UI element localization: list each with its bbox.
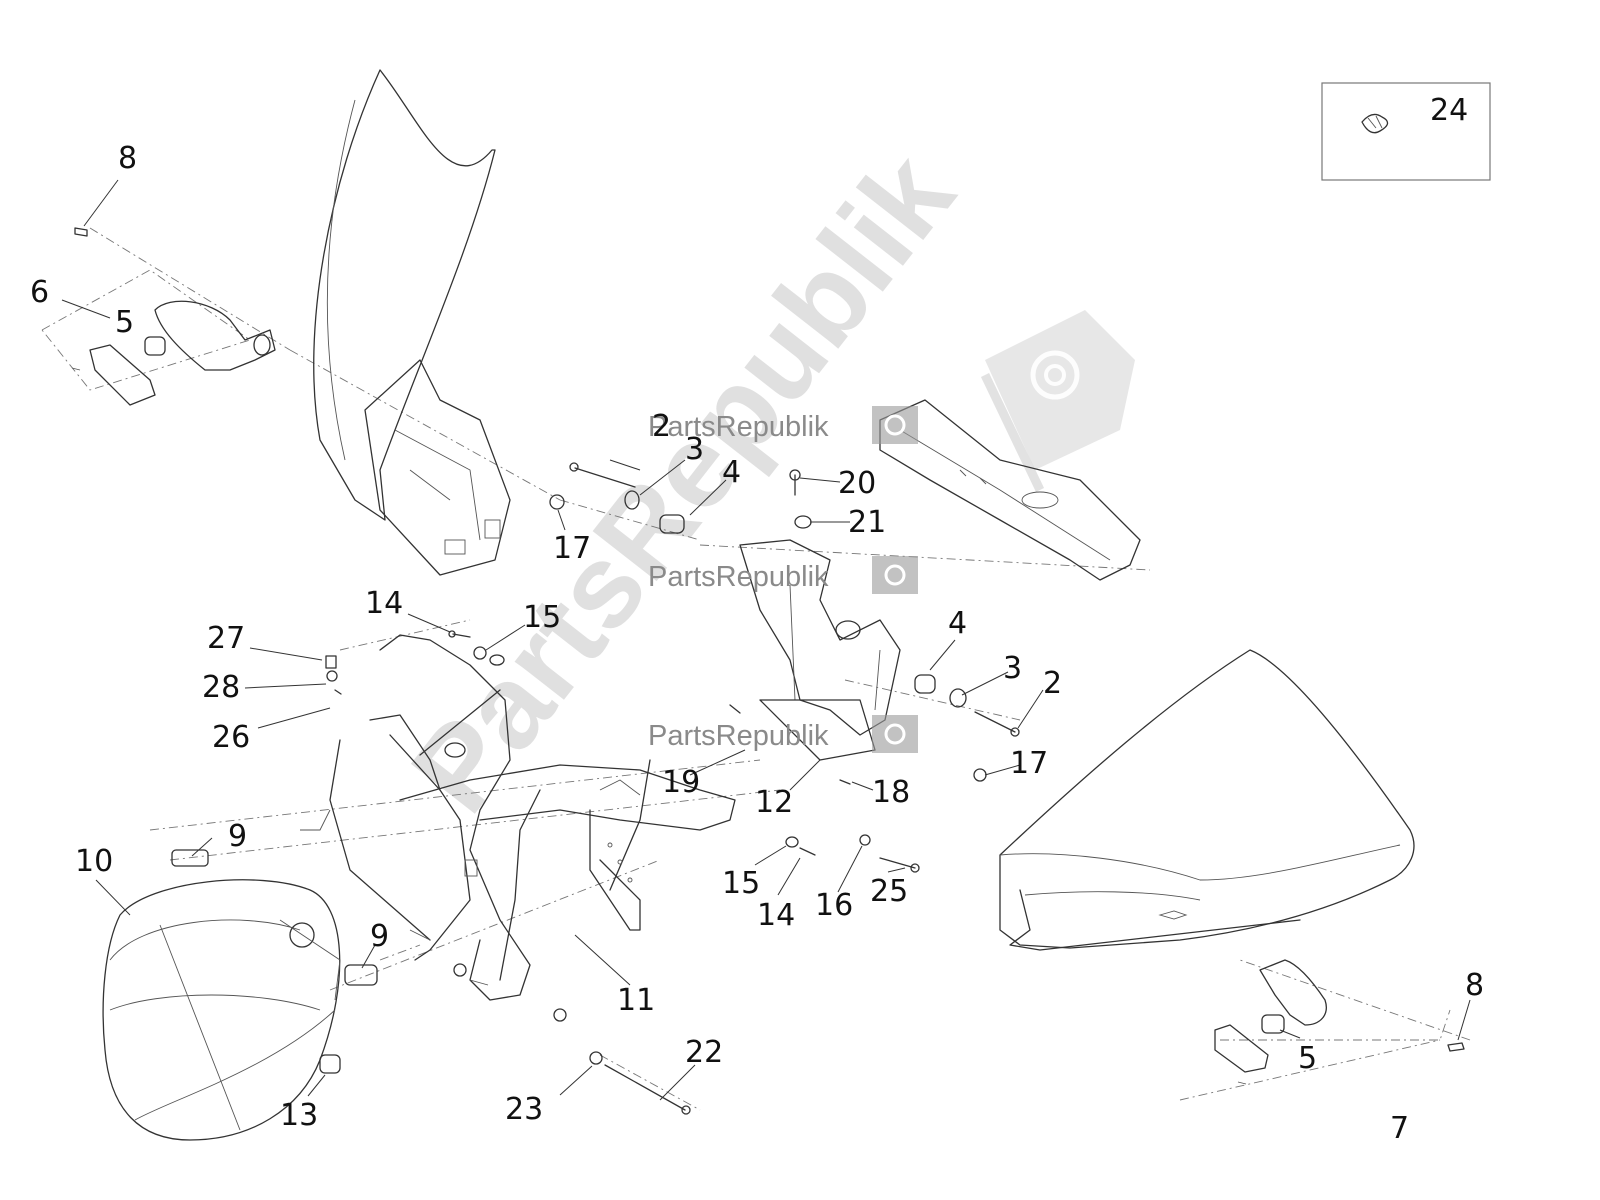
watermark-badges: PartsRepublik PartsRepublik PartsRepubli…	[648, 406, 918, 753]
callout-15-top: 15	[523, 600, 561, 635]
callout-2-right: 2	[1043, 666, 1062, 701]
hardware	[171, 462, 1020, 1115]
callout-18: 18	[872, 775, 910, 810]
callout-26: 26	[212, 720, 250, 755]
callout-28: 28	[202, 670, 240, 705]
callout-10: 10	[75, 844, 113, 879]
callout-4-top: 4	[722, 455, 741, 490]
callout-5-right: 5	[1298, 1041, 1317, 1076]
callout-3-right: 3	[1003, 651, 1022, 686]
watermark-text-1: PartsRepublik	[648, 411, 829, 443]
callout-14-top: 14	[365, 586, 403, 621]
callout-7: 7	[1390, 1111, 1409, 1146]
callout-12: 12	[755, 785, 793, 820]
callout-6: 6	[30, 275, 49, 310]
callout-11: 11	[617, 983, 655, 1018]
center-bracket	[739, 539, 901, 736]
leader-lines	[61, 179, 1471, 1101]
callout-23: 23	[505, 1092, 543, 1127]
callout-14-bottom: 14	[757, 898, 795, 933]
callout-19: 19	[662, 765, 700, 800]
callout-15-bottom: 15	[722, 866, 760, 901]
callout-22: 22	[685, 1035, 723, 1070]
callout-24: 24	[1430, 93, 1468, 128]
callout-5-left: 5	[115, 305, 134, 340]
callout-17-top: 17	[553, 531, 591, 566]
callout-17-right: 17	[1010, 746, 1048, 781]
right-turn-signal	[1214, 959, 1465, 1085]
callout-8-right: 8	[1465, 968, 1484, 1003]
callout-27: 27	[207, 621, 245, 656]
callout-20: 20	[838, 466, 876, 501]
callout-13: 13	[280, 1098, 318, 1133]
callout-16: 16	[815, 888, 853, 923]
kit-box: 24	[1321, 82, 1491, 181]
headlight	[102, 879, 341, 1141]
callout-25: 25	[870, 874, 908, 909]
callout-3-top: 3	[685, 432, 704, 467]
callouts: 8 6 5 2 3 4 20 21 17 14 15 27 28 26 4 3 …	[30, 141, 1484, 1146]
headlight-frame	[300, 634, 736, 1001]
callout-2-top: 2	[652, 409, 671, 444]
callout-9-top: 9	[228, 819, 247, 854]
watermark-text-2: PartsRepublik	[648, 561, 829, 593]
side-fairing	[999, 649, 1415, 951]
callout-21: 21	[848, 505, 886, 540]
callout-8-left: 8	[118, 141, 137, 176]
watermark-text-3: PartsRepublik	[648, 720, 829, 752]
callout-4-right: 4	[948, 606, 967, 641]
left-turn-signal	[71, 227, 276, 406]
windscreen	[313, 69, 511, 576]
upper-right-bracket	[879, 399, 1141, 581]
callout-9-mid: 9	[370, 919, 389, 954]
